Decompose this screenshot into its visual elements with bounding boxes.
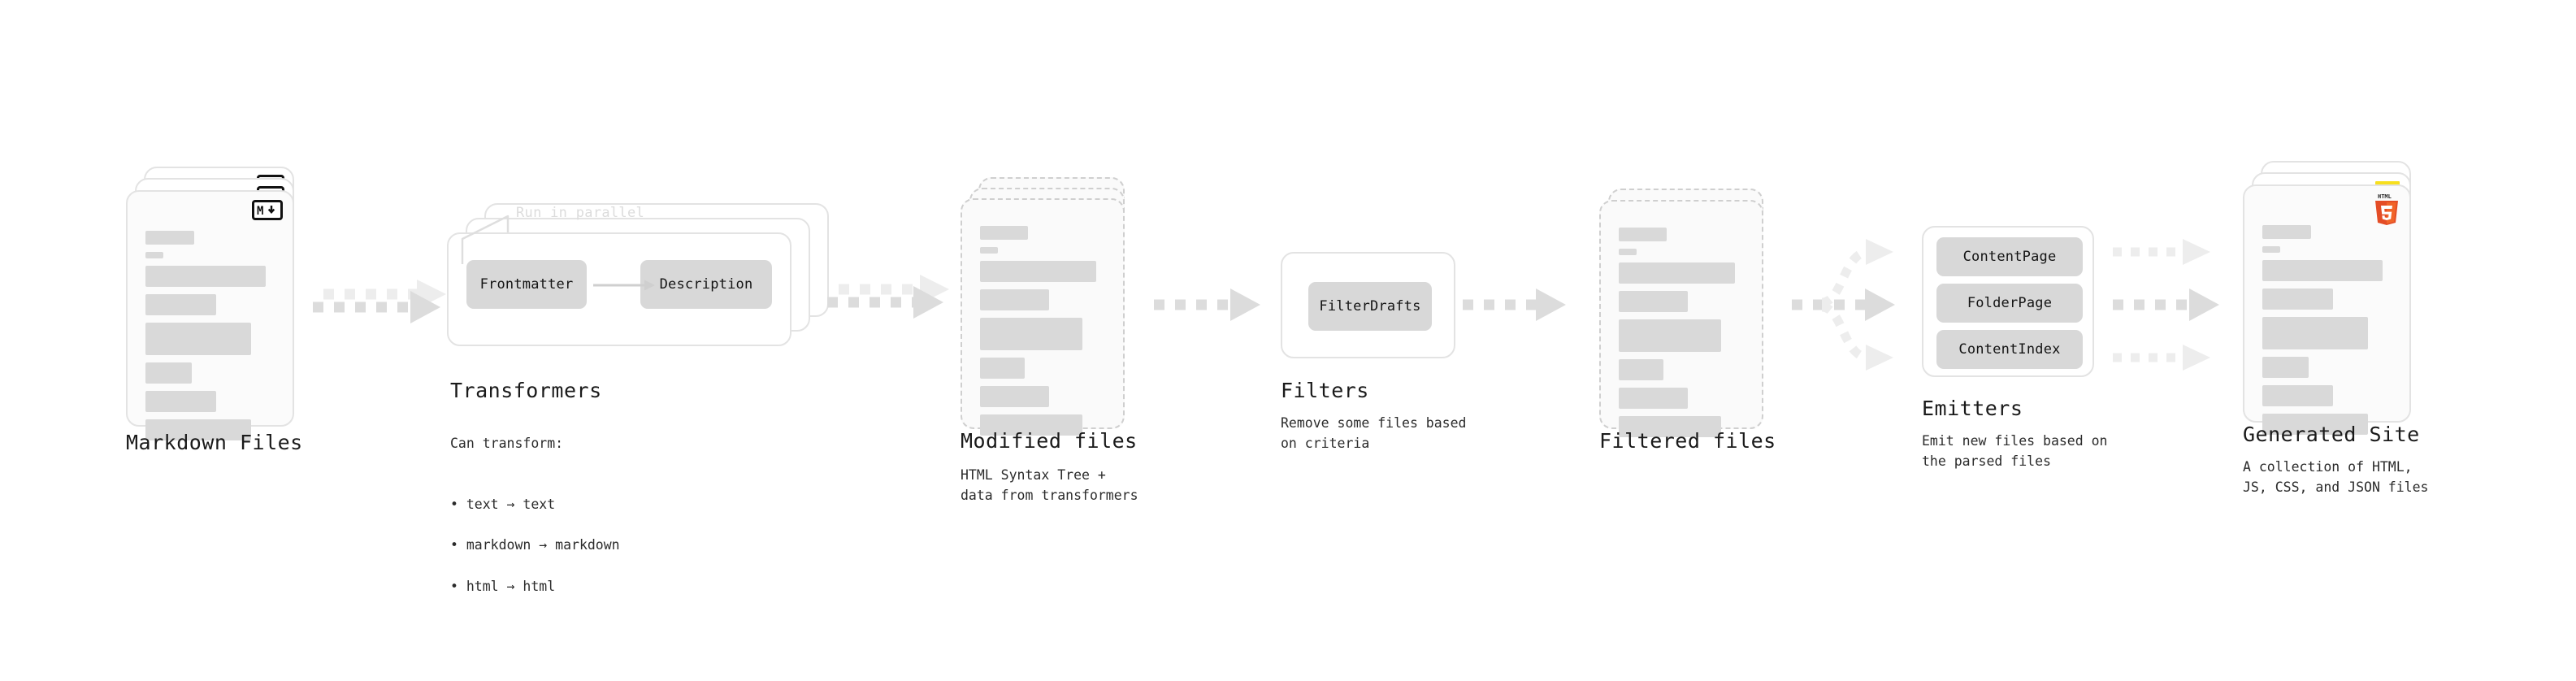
placeholder-line bbox=[2262, 385, 2334, 406]
placeholder-line bbox=[2262, 246, 2281, 253]
placeholder-line bbox=[2262, 414, 2369, 435]
filter-chip-filterdrafts[interactable]: FilterDrafts bbox=[1308, 282, 1432, 331]
modified-placeholder-lines bbox=[980, 226, 1105, 436]
transformers-box: Frontmatter Description bbox=[447, 232, 791, 346]
placeholder-line bbox=[1619, 388, 1688, 409]
placeholder-line bbox=[980, 414, 1083, 436]
generated-sheet-front: HTML bbox=[2243, 184, 2411, 435]
placeholder-line bbox=[2262, 317, 2369, 349]
placeholder-line bbox=[980, 386, 1049, 407]
filtered-files-caption: Filtered files bbox=[1599, 429, 1776, 453]
transformer-chip-description[interactable]: Description bbox=[640, 260, 772, 309]
filtered-sheet-front bbox=[1599, 200, 1763, 437]
modified-sheet-front bbox=[961, 198, 1125, 436]
run-in-parallel-label: Run in parallel bbox=[516, 205, 645, 221]
generated-site-description: A collection of HTML, JS, CSS, and JSON … bbox=[2243, 459, 2429, 496]
generated-site-caption: Generated Site bbox=[2243, 423, 2420, 446]
transformers-bullet: • html → html bbox=[450, 578, 556, 594]
filters-box: FilterDrafts bbox=[1281, 252, 1455, 358]
transformers-group: Frontmatter Description Frontmatter Desc… bbox=[447, 203, 829, 366]
placeholder-line bbox=[1619, 416, 1722, 437]
emitter-chip-contentpage[interactable]: ContentPage bbox=[1936, 237, 2083, 276]
placeholder-line bbox=[980, 226, 1028, 240]
filtered-placeholder-lines bbox=[1619, 228, 1744, 437]
placeholder-line bbox=[145, 419, 252, 440]
placeholder-line bbox=[1619, 262, 1736, 284]
modified-files-caption: Modified files bbox=[961, 429, 1138, 453]
placeholder-line bbox=[2262, 288, 2334, 310]
connector-emitters-to-generated bbox=[2113, 239, 2219, 371]
transformers-caption: Transformers bbox=[450, 379, 602, 402]
emitters-description: Emit new files based on the parsed files bbox=[1922, 433, 2108, 470]
markdown-files-stack: M M M bbox=[126, 167, 313, 440]
generated-site-stack: CSS HTML bbox=[2243, 161, 2438, 435]
transformers-description: Can transform: • text → text • markdown … bbox=[450, 413, 620, 637]
transformers-bullet: • markdown → markdown bbox=[450, 537, 620, 553]
placeholder-line bbox=[145, 362, 193, 384]
placeholder-line bbox=[1619, 359, 1664, 380]
placeholder-line bbox=[1619, 319, 1722, 352]
placeholder-line bbox=[980, 247, 998, 254]
filters-description: Remove some files based on criteria bbox=[1281, 415, 1467, 452]
placeholder-line bbox=[145, 231, 195, 245]
placeholder-line bbox=[2262, 225, 2312, 239]
placeholder-line bbox=[1619, 291, 1688, 312]
svg-text:HTML: HTML bbox=[2378, 193, 2392, 200]
placeholder-line bbox=[145, 252, 164, 258]
html5-icon: HTML bbox=[2373, 192, 2400, 229]
placeholder-line bbox=[980, 289, 1049, 310]
placeholder-line bbox=[145, 294, 217, 315]
modified-files-stack bbox=[961, 177, 1147, 436]
placeholder-line bbox=[145, 323, 252, 355]
connector-modified-to-filters bbox=[1154, 288, 1260, 321]
placeholder-line bbox=[1619, 249, 1637, 255]
connector-transformers-to-modified bbox=[827, 275, 949, 319]
placeholder-line bbox=[145, 391, 217, 412]
connector-markdown-to-transformers bbox=[313, 280, 446, 323]
svg-text:M: M bbox=[257, 205, 263, 216]
transformer-chip-frontmatter[interactable]: Frontmatter bbox=[466, 260, 587, 309]
connector-filters-to-filtered bbox=[1463, 288, 1566, 321]
markdown-sheet-front: M bbox=[126, 190, 294, 440]
filtered-files-stack bbox=[1599, 189, 1786, 437]
modified-files-description: HTML Syntax Tree + data from transformer… bbox=[961, 467, 1138, 504]
placeholder-line bbox=[980, 261, 1097, 282]
placeholder-line bbox=[980, 318, 1083, 350]
transformers-bullet-list: • text → text • markdown → markdown • ht… bbox=[450, 474, 620, 617]
emitters-box: ContentPage FolderPage ContentIndex bbox=[1922, 226, 2094, 377]
placeholder-line bbox=[2262, 260, 2383, 281]
placeholder-line bbox=[145, 266, 266, 287]
transformers-bullet: • text → text bbox=[450, 497, 556, 513]
placeholder-line bbox=[2262, 357, 2309, 378]
markdown-placeholder-lines bbox=[145, 231, 275, 440]
generated-placeholder-lines bbox=[2262, 225, 2392, 435]
markdown-icon: M bbox=[252, 200, 283, 220]
markdown-files-caption: Markdown Files bbox=[126, 431, 303, 454]
placeholder-line bbox=[1619, 228, 1667, 241]
filters-caption: Filters bbox=[1281, 379, 1369, 402]
transformers-description-intro: Can transform: bbox=[450, 436, 564, 452]
emitters-caption: Emitters bbox=[1922, 397, 2023, 420]
placeholder-line bbox=[980, 358, 1026, 379]
emitter-chip-folderpage[interactable]: FolderPage bbox=[1936, 284, 2083, 323]
connector-filtered-to-emitters bbox=[1792, 239, 1895, 371]
emitter-chip-contentindex[interactable]: ContentIndex bbox=[1936, 330, 2083, 369]
